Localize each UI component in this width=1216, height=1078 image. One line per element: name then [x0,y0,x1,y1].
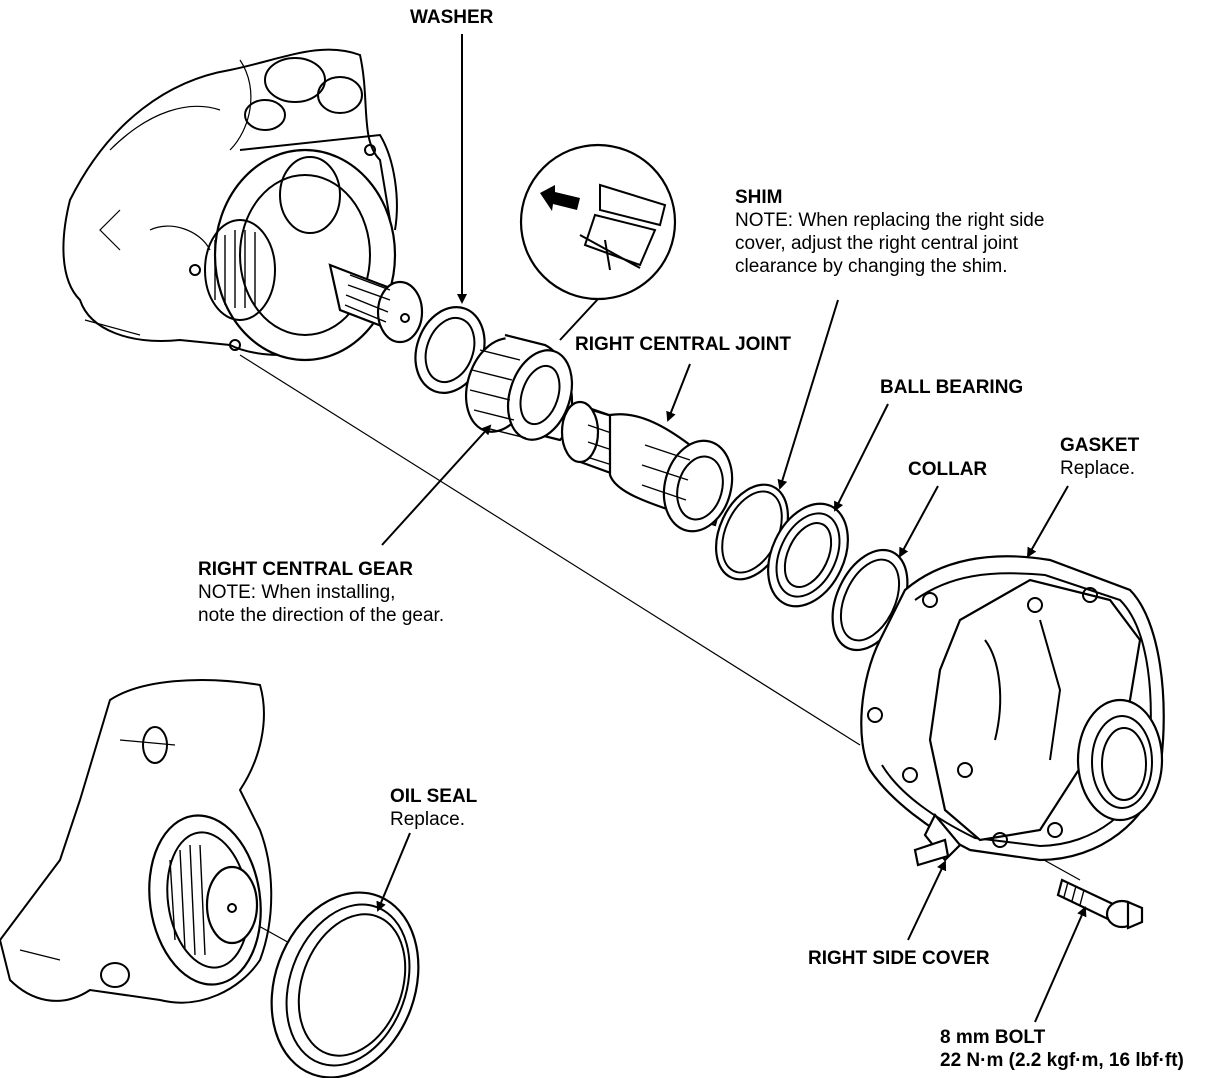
bolt-leader [1034,906,1087,1023]
gear-direction-inset [519,143,677,341]
oil-seal-leader [376,832,411,912]
shim-note-line-2: cover, adjust the right central joint [735,233,1019,254]
right-central-joint [560,400,734,533]
right-side-cover-title: RIGHT SIDE COVER [808,948,990,969]
lower-transmission-case [0,679,273,1004]
axis-line [239,354,861,746]
right-central-gear-label: RIGHT CENTRAL GEAR NOTE: When installing… [198,558,444,627]
right-side-cover-leader [907,860,947,941]
washer-label: WASHER [410,6,493,29]
oil-seal-label: OIL SEAL Replace. [390,785,477,831]
oil-seal [270,891,420,1078]
bolt [1056,878,1144,930]
output-shaft [328,263,424,344]
shim-note-line-3: clearance by changing the shim. [735,256,1008,277]
oil-seal-title: OIL SEAL [390,786,478,807]
gasket-note: Replace. [1060,458,1135,479]
oil-seal-note: Replace. [390,809,465,830]
bolt-label: 8 mm BOLT 22 N·m (2.2 kgf·m, 16 lbf·ft) [940,1026,1184,1072]
ball-bearing-leader [834,403,889,512]
right-side-cover [860,555,1165,867]
shim-label: SHIM NOTE: When replacing the right side… [735,186,1044,278]
right-central-gear-note-line-2: note the direction of the gear. [198,605,445,626]
right-central-gear [465,333,574,442]
collar-leader [899,485,939,558]
gasket-leader [1027,485,1069,558]
gasket-label: GASKET Replace. [1060,434,1139,480]
ball-bearing-label: BALL BEARING [880,376,1023,399]
right-side-cover-label: RIGHT SIDE COVER [808,947,990,970]
shim-leader [777,299,839,490]
right-central-gear-note-line-1: NOTE: When installing, [198,582,396,603]
collar-label: COLLAR [908,458,987,481]
ball-bearing-title: BALL BEARING [880,377,1024,398]
washer [414,306,486,394]
gasket-title: GASKET [1060,435,1140,456]
shim-note-line-1: NOTE: When replacing the right side [735,210,1045,231]
right-central-gear-leader [381,424,492,546]
right-central-joint-label: RIGHT CENTRAL JOINT [575,333,791,356]
ball-bearing [767,502,849,608]
right-central-joint-leader [666,363,691,422]
shim-title: SHIM [735,187,783,208]
bolt-title: 8 mm BOLT [940,1027,1046,1048]
bolt-torque: 22 N·m (2.2 kgf·m, 16 lbf·ft) [940,1050,1184,1071]
right-central-gear-title: RIGHT CENTRAL GEAR [198,559,413,580]
collar-title: COLLAR [908,459,988,480]
right-central-joint-title: RIGHT CENTRAL JOINT [575,334,792,355]
arrow-icon [540,185,580,211]
washer-title: WASHER [410,7,494,28]
